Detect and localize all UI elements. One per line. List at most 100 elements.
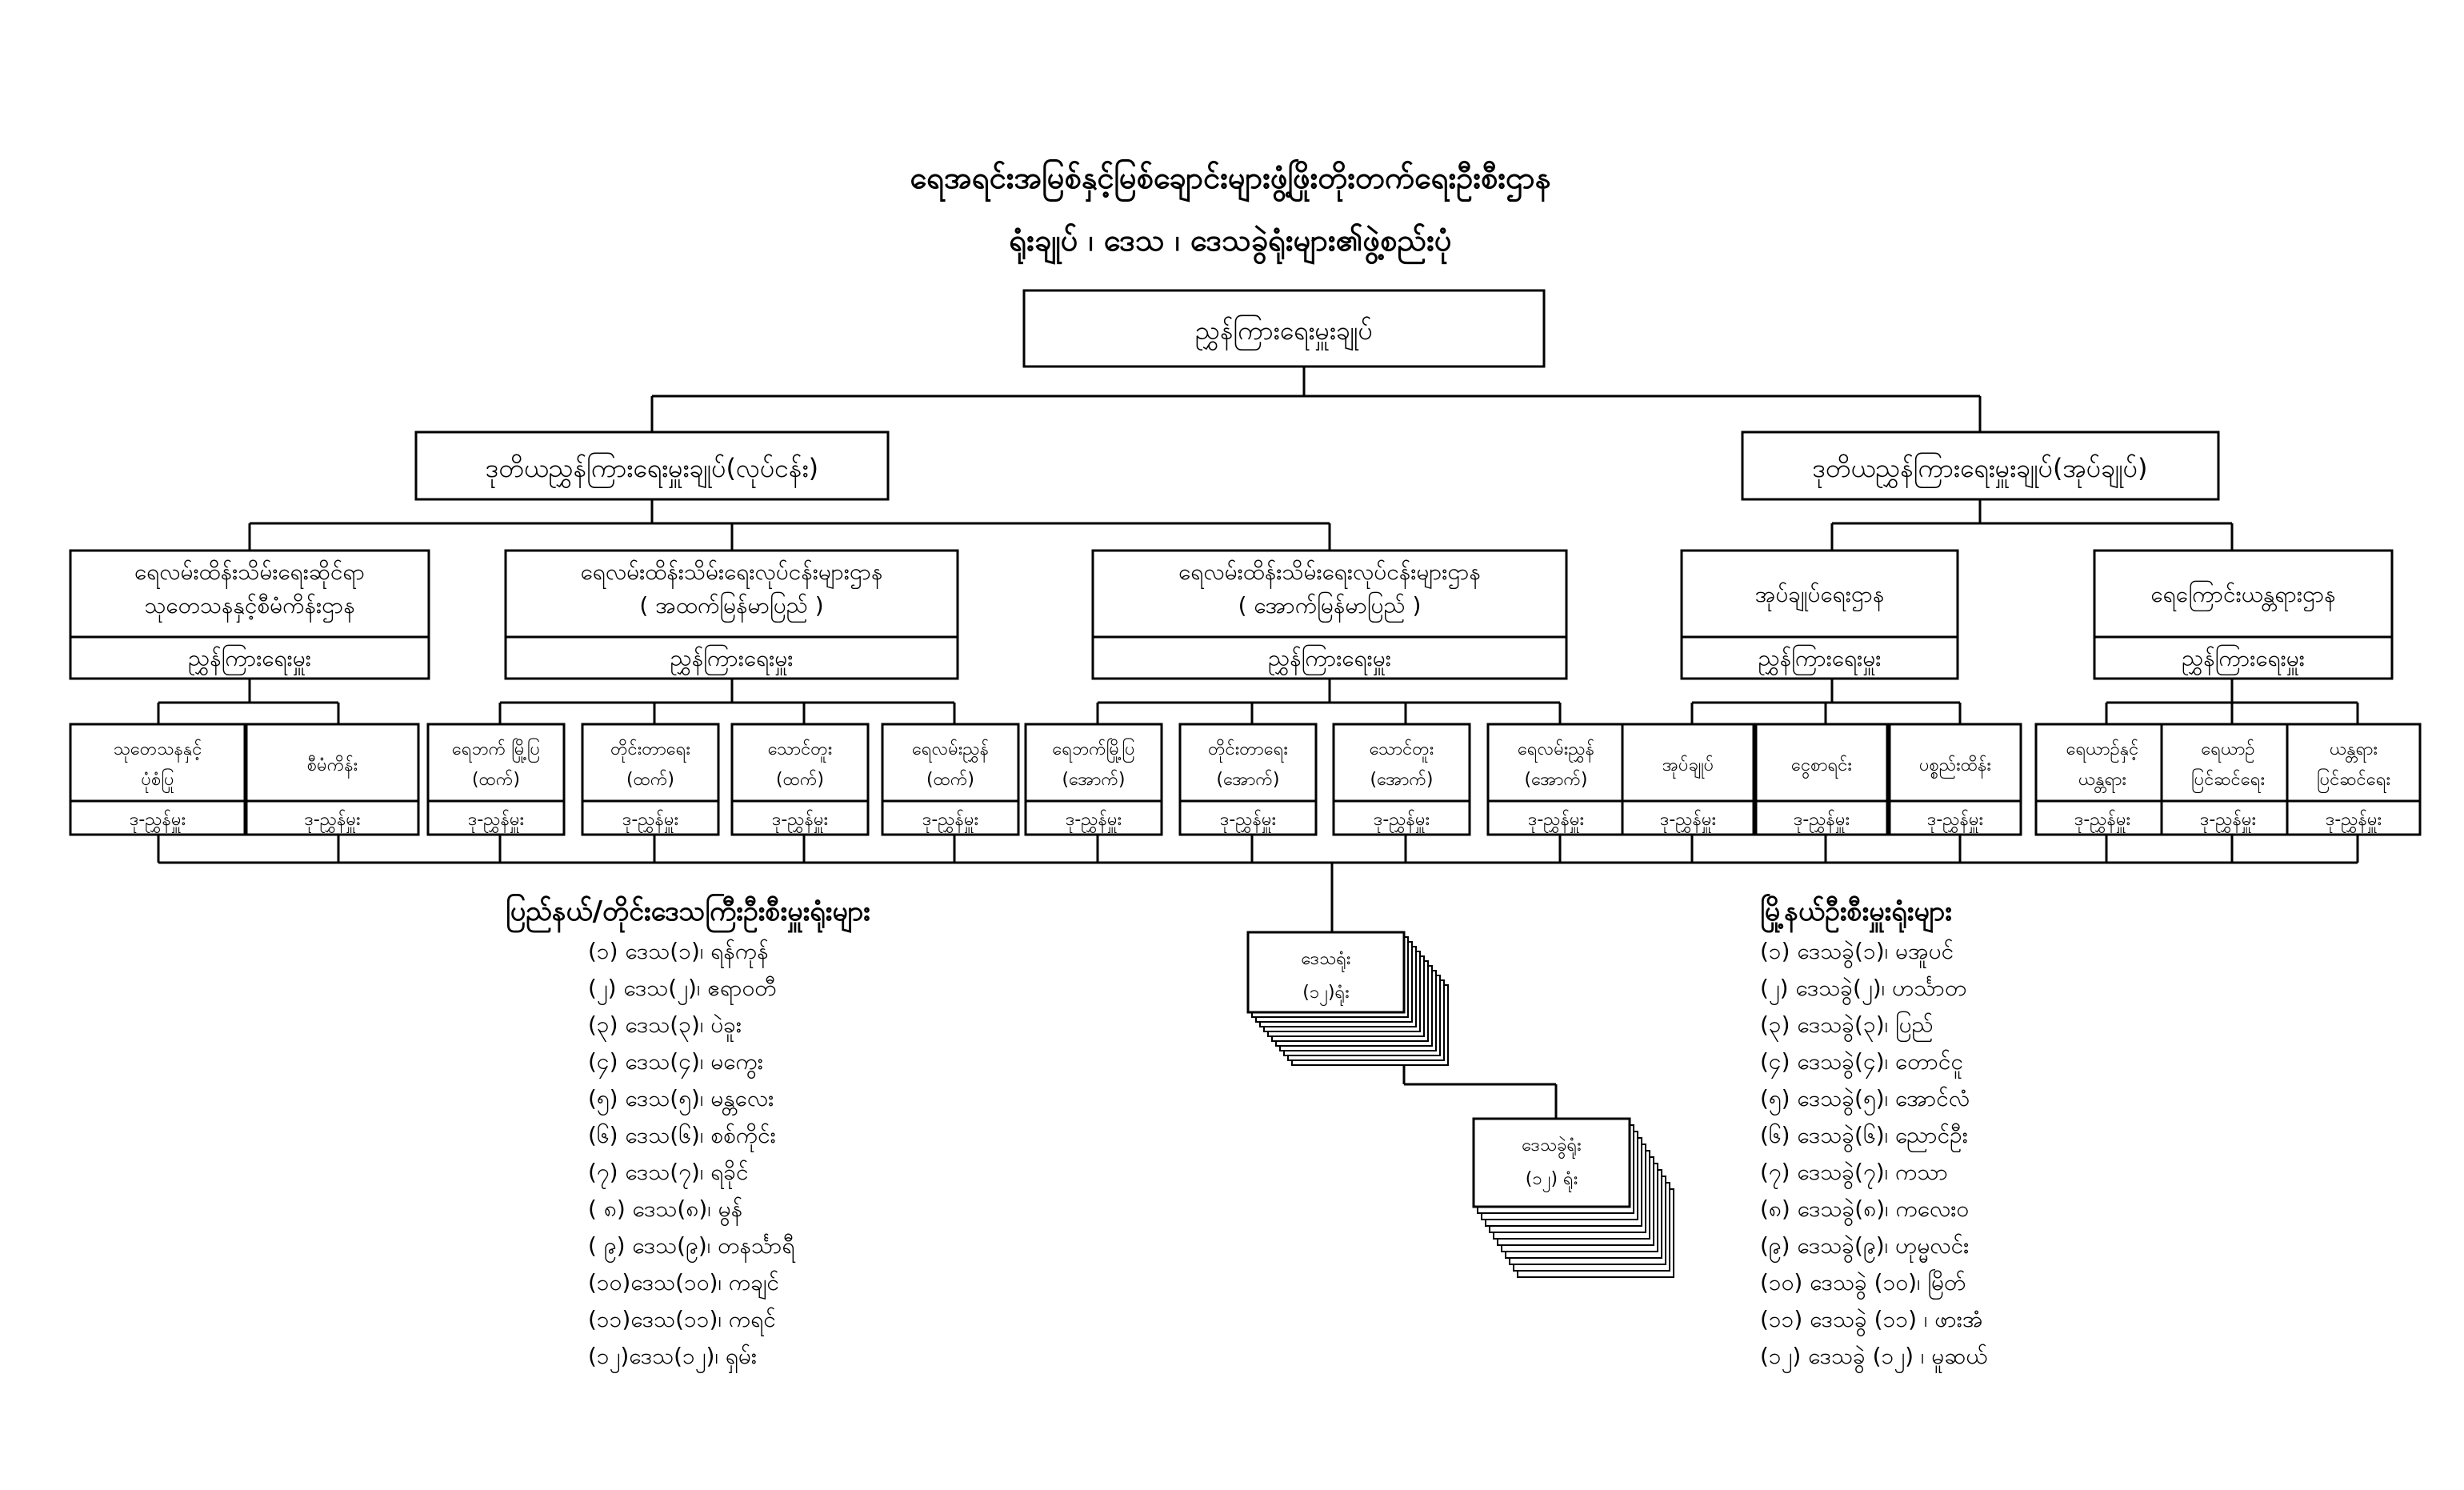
marine-mechanical-dept-label: ရေကြောင်းယန္တရားဌာန xyxy=(2150,579,2335,612)
unit-label: ရေလမ်းညွှန် xyxy=(912,739,989,763)
unit-label: ယန္တရား xyxy=(2330,739,2378,763)
unit-label: (အောက်) xyxy=(1370,769,1433,790)
unit-box: သောင်တူး(ထက်)ဒု-ညွှန်မှူး xyxy=(730,723,870,836)
unit-box: ယန္တရားပြင်ဆင်ရေးဒု-ညွှန်မှူး xyxy=(2286,723,2422,836)
unit-head-title: ဒု-ညွှန်မှူး xyxy=(1927,809,1983,833)
research-planning-dept-label: ရေလမ်းထိန်းသိမ်းရေးဆိုင်ရာ xyxy=(134,558,365,590)
unit-box: တိုင်းတာရေး(ထက်)ဒု-ညွှန်မှူး xyxy=(581,723,720,836)
list-item: (၄) ဒေသ(၄)၊ မကွေး xyxy=(588,1048,763,1079)
state-region-offices-list: (၁) ဒေသ(၁)၊ ရန်ကုန်(၂) ဒေသ(၂)၊ ဧရာဝတီ(၃)… xyxy=(588,937,796,1374)
unit-label: ငွေစာရင်း xyxy=(1791,755,1852,779)
director-general-box: ညွှန်ကြားရေးမှူးချုပ် xyxy=(1022,289,1546,368)
unit-head-title: ဒု-ညွှန်မှူး xyxy=(1660,809,1716,833)
unit-boxes: သုတေသနနှင့်ပုံစံပြုဒု-ညွှန်မှူးစီမံကိန်း… xyxy=(69,723,2422,836)
region-offices-label: (၁၂)ရုံး xyxy=(1302,983,1350,1006)
unit-box: ရေယာဉ်နှင့်ယန္တရားဒု-ညွှန်မှူး xyxy=(2034,723,2170,836)
unit-label: ယန္တရား xyxy=(2078,770,2126,793)
list-item: (၂) ဒေသ(၂)၊ ဧရာဝတီ xyxy=(588,974,777,1006)
list-item: (၇) ဒေသခွဲ(၇)၊ ကသာ xyxy=(1760,1159,1948,1190)
list-item: (၆) ဒေသခွဲ(၆)၊ ညောင်ဦး xyxy=(1760,1121,1968,1153)
unit-box: ရေလမ်းညွှန် (အောက်) ဒု-ညွှန်မှူး xyxy=(1486,723,1626,836)
unit-head-title: ဒု-ညွှန်မှူး xyxy=(304,809,360,833)
unit-box: ရေဘက်မြို့ပြ (အောက်) ဒု-ညွှန်မှူး xyxy=(1024,723,1163,836)
unit-head-title: ဒု-ညွှန်မှူး xyxy=(2326,809,2382,833)
unit-box: စီမံကိန်းဒု-ညွှန်မှူး xyxy=(245,723,420,836)
admin-dept-head-title: ညွှန်ကြားရေးမှူး xyxy=(1758,643,1882,676)
unit-box: ပစ္စည်းထိန်းဒု-ညွှန်မှူး xyxy=(1888,723,2022,836)
list-item: (၈) ဒေသခွဲ(၈)၊ ကလေးဝ xyxy=(1760,1196,1969,1227)
unit-label: တိုင်းတာရေး xyxy=(1208,739,1288,763)
list-item: ( ၈) ဒေသ(၈)၊ မွန် xyxy=(588,1195,742,1227)
unit-label: (ထက်) xyxy=(926,769,974,790)
district-offices-label: ဒေသခွဲရုံး xyxy=(1522,1136,1581,1160)
list-item: (၃) ဒေသခွဲ(၃)၊ ပြည် xyxy=(1760,1010,1934,1043)
unit-label: သောင်တူး xyxy=(768,739,833,763)
unit-label: (ထက်) xyxy=(472,769,520,790)
unit-box: အုပ်ချုပ်ဒု-ညွှန်မှူး xyxy=(1621,723,1755,836)
unit-label: ရေယာဉ် xyxy=(2201,739,2254,763)
unit-label: ရေဘက်မြို့ပြ xyxy=(1052,738,1134,763)
works-lower-dept-label: ရေလမ်းထိန်းသိမ်းရေးလုပ်ငန်းများဌာန xyxy=(1178,558,1481,590)
unit-label: (အောက်) xyxy=(1216,769,1279,790)
unit-label: ရေလမ်းညွှန် xyxy=(1518,739,1594,763)
unit-label: ပြင်ဆင်ရေး xyxy=(2191,768,2265,793)
deputy-dg-works-box: ဒုတိယညွှန်ကြားရေးမှူးချုပ်(လုပ်ငန်း) xyxy=(414,431,890,501)
works-lower-dept-label: ( အောက်မြန်မာပြည် ) xyxy=(1238,591,1422,623)
unit-label: ရေယာဉ်နှင့် xyxy=(2066,739,2139,763)
unit-head-title: ဒု-ညွှန်မှူး xyxy=(1066,809,1122,833)
deputy-dg-works-label: ဒုတိယညွှန်ကြားရေးမှူးချုပ်(လုပ်ငန်း) xyxy=(486,453,818,488)
director-general-label: ညွှန်ကြားရေးမှူးချုပ် xyxy=(1195,315,1373,350)
works-lower-dept-box: ရေလမ်းထိန်းသိမ်းရေးလုပ်ငန်းများဌာန( အောက… xyxy=(1091,549,1568,680)
list-item: (၇) ဒေသ(၇)၊ ရခိုင် xyxy=(588,1158,749,1190)
unit-label: (အောက်) xyxy=(1524,769,1587,790)
state-region-offices-heading: ပြည်နယ်/တိုင်းဒေသကြီးဦးစီးမှူးရုံးများ xyxy=(506,895,870,933)
deputy-dg-admin-label: ဒုတိယညွှန်ကြားရေးမှူးချုပ်(အုပ်ချုပ်) xyxy=(1812,453,2147,488)
unit-label: သောင်တူး xyxy=(1370,739,1434,763)
region-offices-label: ဒေသရုံး xyxy=(1301,949,1350,972)
unit-label: (အောက်) xyxy=(1062,769,1125,790)
list-item: (၁၀) ဒေသခွဲ (၁၀)၊ မြိတ် xyxy=(1760,1268,1966,1300)
list-item: (၅) ဒေသခွဲ(၅)၊ အောင်လံ xyxy=(1760,1084,1970,1116)
admin-dept-label: အုပ်ချုပ်ရေးဌာန xyxy=(1755,580,1885,612)
list-item: (၉) ဒေသခွဲ(၉)၊ ဟုမ္မလင်း xyxy=(1760,1232,1969,1264)
list-item: (၁၂)ဒေသ(၁၂)၊ ရှမ်း xyxy=(588,1342,757,1374)
research-planning-dept-label: သုတေသနနှင့်စီမံကိန်းဌာန xyxy=(144,591,354,623)
marine-mechanical-dept-head-title: ညွှန်ကြားရေးမှူး xyxy=(2182,643,2305,676)
research-planning-dept-box: ရေလမ်းထိန်းသိမ်းရေးဆိုင်ရာသုတေသနနှင့်စီမ… xyxy=(69,549,430,680)
unit-label: ပစ္စည်းထိန်း xyxy=(1919,755,1991,779)
chart-title-line1: ရေအရင်းအမြစ်နှင့်မြစ်ချောင်းများဖွံ့ဖြို… xyxy=(910,159,1551,202)
department-boxes: ရေလမ်းထိန်းသိမ်းရေးဆိုင်ရာသုတေသနနှင့်စီမ… xyxy=(69,549,2394,680)
unit-head-title: ဒု-ညွှန်မှူး xyxy=(1528,809,1584,833)
unit-head-title: ဒု-ညွှန်မှူး xyxy=(2200,809,2256,833)
list-item: (၁၁)ဒေသ(၁၁)၊ ကရင် xyxy=(588,1305,776,1337)
chart-title-line2: ရုံးချုပ် ၊ ဒေသ ၊ ဒေသခွဲရုံးများ၏ဖွဲ့စည်… xyxy=(1009,222,1451,265)
unit-label: အုပ်ချုပ် xyxy=(1662,755,1714,779)
deputy-dg-admin-box: ဒုတိယညွှန်ကြားရေးမှူးချုပ်(အုပ်ချုပ်) xyxy=(1741,431,2220,501)
list-item: (၅) ဒေသ(၅)၊ မန္တလေး xyxy=(588,1085,774,1116)
unit-label: (ထက်) xyxy=(776,769,824,790)
research-planning-dept-head-title: ညွှန်ကြားရေးမှူး xyxy=(188,643,311,676)
admin-dept-box: အုပ်ချုပ်ရေးဌာနညွှန်ကြားရေးမှူး xyxy=(1680,549,1959,680)
township-offices-heading: မြို့နယ်ဦးစီးမှူးရုံးများ xyxy=(1760,895,1952,933)
list-item: (၁၀)ဒေသ(၁၀)၊ ကချင် xyxy=(588,1268,779,1300)
list-item: (၆) ဒေသ(၆)၊ စစ်ကိုင်း xyxy=(588,1121,776,1153)
unit-label: ပြင်ဆင်ရေး xyxy=(2317,768,2390,793)
unit-box: ရေယာဉ်ပြင်ဆင်ရေးဒု-ညွှန်မှူး xyxy=(2160,723,2296,836)
unit-label: ပုံစံပြု xyxy=(141,768,174,793)
unit-label: စီမံကိန်း xyxy=(307,755,358,779)
list-item: (၁၁) ဒေသခွဲ (၁၁) ၊ ဖားအံ xyxy=(1760,1306,1983,1337)
unit-label: သုတေသနနှင့် xyxy=(114,739,202,763)
unit-label: တိုင်းတာရေး xyxy=(610,739,690,763)
unit-head-title: ဒု-ညွှန်မှူး xyxy=(130,809,186,833)
district-offices-front-sheet xyxy=(1472,1117,1631,1208)
works-upper-dept-head-title: ညွှန်ကြားရေးမှူး xyxy=(670,643,794,676)
unit-box: ရေဘက် မြို့ပြ(ထက်)ဒု-ညွှန်မှူး xyxy=(426,723,566,836)
district-offices-stack: ဒေသခွဲရုံး(၁၂) ရုံး xyxy=(1472,1117,1674,1278)
unit-box: ငွေစာရင်းဒု-ညွှန်မှူး xyxy=(1754,723,1889,836)
list-item: (၂) ဒေသခွဲ(၂)၊ ဟင်္သာတ xyxy=(1760,974,1967,1006)
unit-head-title: ဒု-ညွှန်မှူး xyxy=(1220,809,1276,833)
list-item: ( ၉) ဒေသ(၉)၊ တနင်္သာရီ xyxy=(588,1232,796,1264)
works-lower-dept-head-title: ညွှန်ကြားရေးမှူး xyxy=(1268,643,1391,676)
unit-label: (ထက်) xyxy=(626,769,674,790)
